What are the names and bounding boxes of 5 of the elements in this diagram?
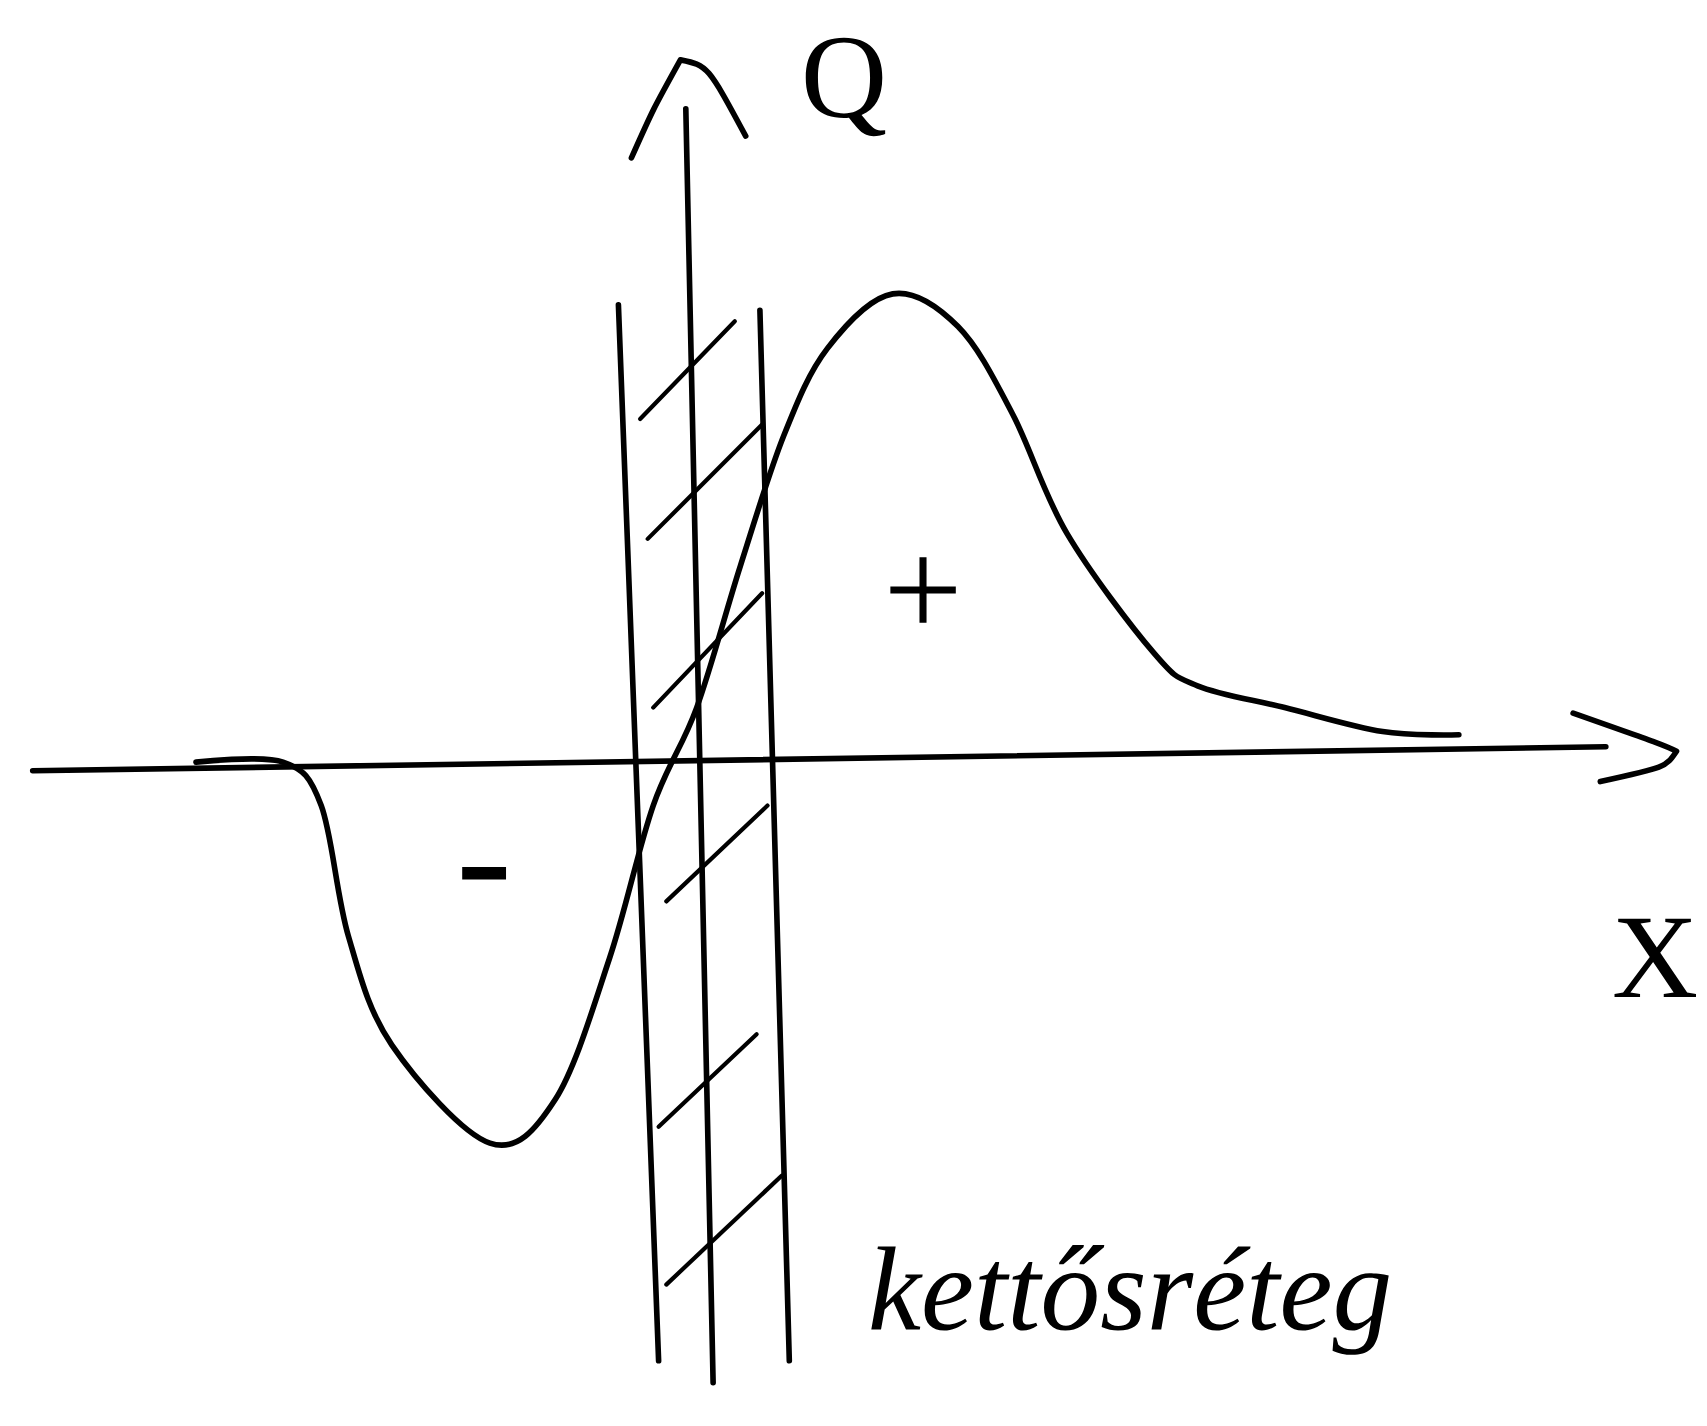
sign-label: - xyxy=(462,867,507,880)
axis-label: Q xyxy=(805,37,886,137)
layer-label: kettősréteg xyxy=(871,1245,1389,1355)
sign-label: + xyxy=(890,557,956,623)
axis-label: X xyxy=(1614,918,1696,998)
